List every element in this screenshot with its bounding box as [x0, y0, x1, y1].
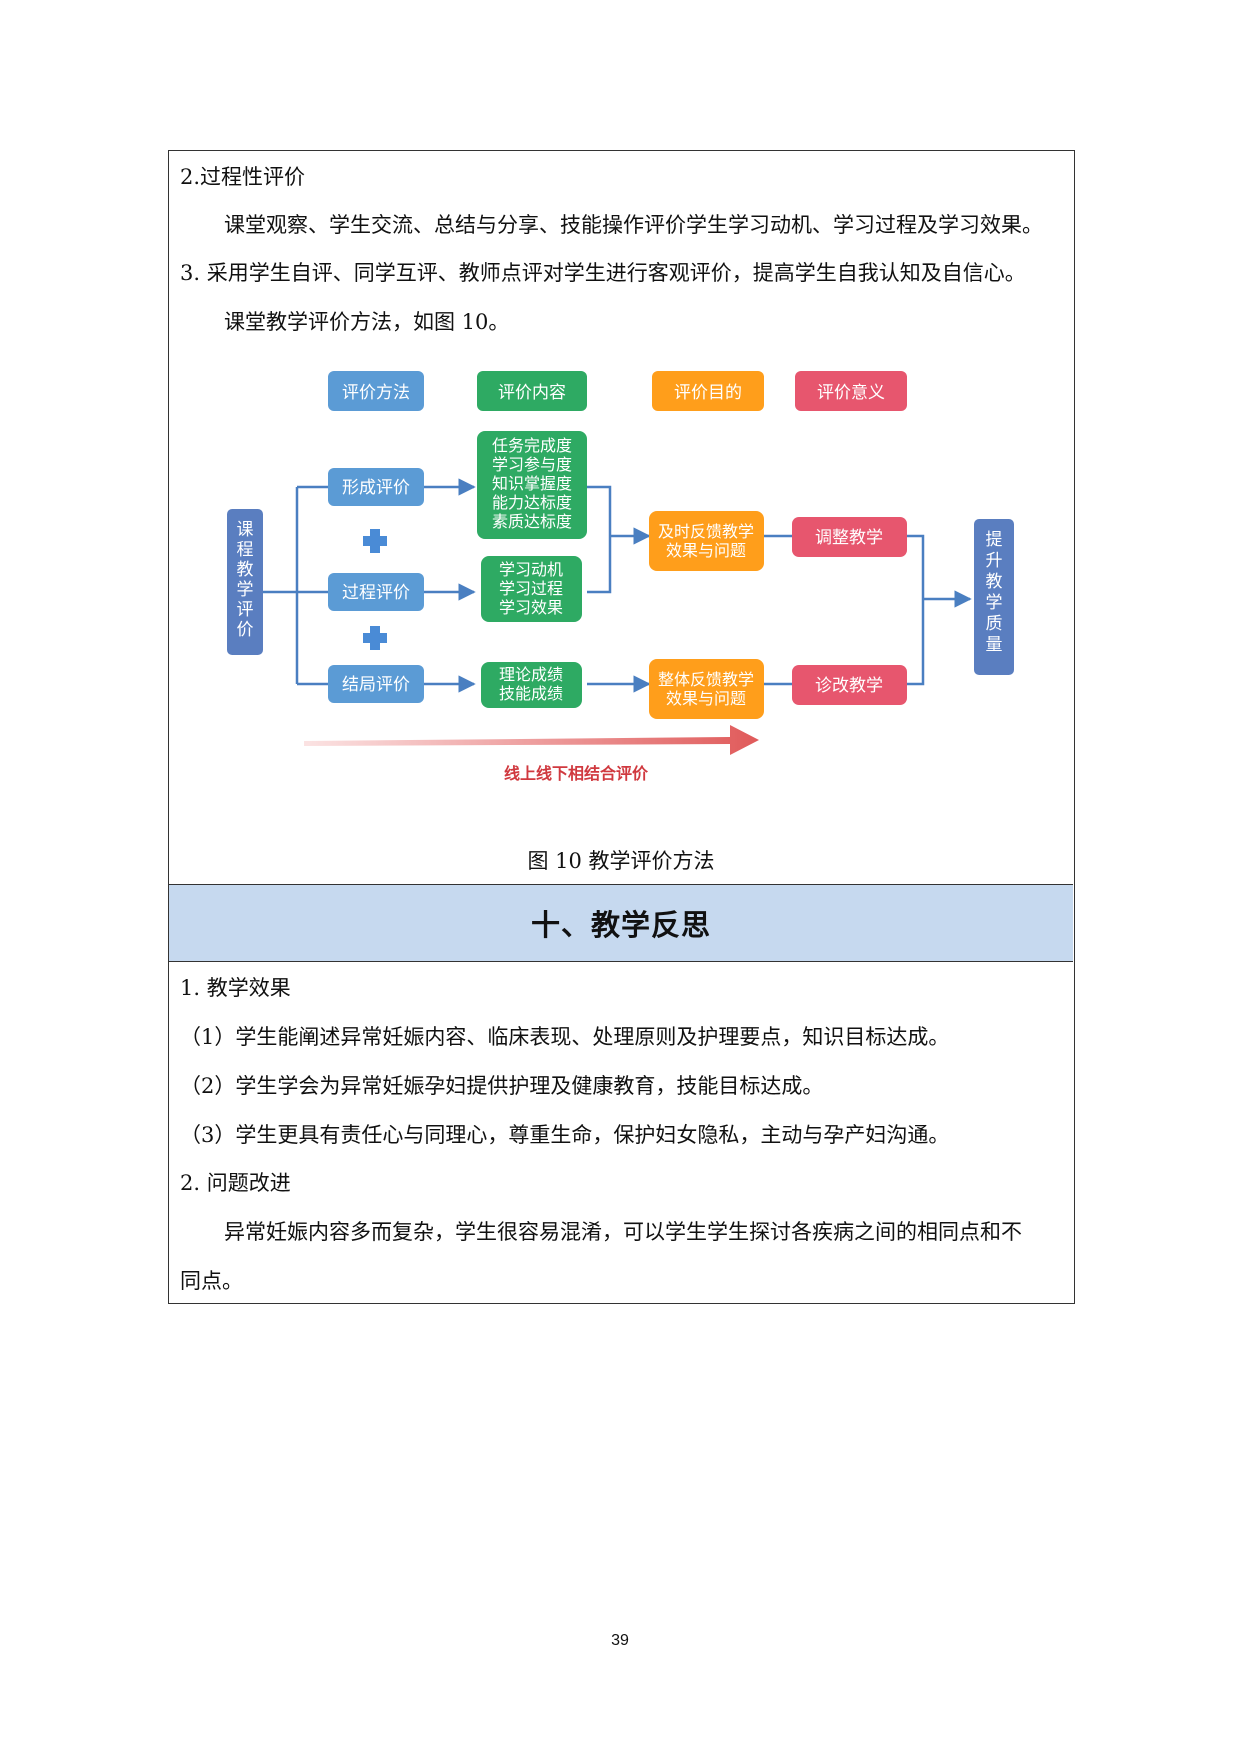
content-process-box — [481, 556, 582, 622]
course-eval-label: 课程教学评价 — [237, 520, 254, 640]
section-title: 十、教学反思 — [530, 908, 711, 942]
improvement-heading: 2. 问题改进 — [180, 1171, 291, 1195]
content-outcome-box — [481, 662, 582, 708]
meaning-adjust-box — [792, 517, 907, 557]
improvement-paragraph-line2: 同点。 — [180, 1269, 243, 1293]
effect-heading: 1. 教学效果 — [180, 976, 291, 1000]
process-eval-heading: 2.过程性评价 — [180, 165, 306, 189]
process-eval-paragraph: 课堂观察、学生交流、总结与分享、技能操作评价学生学习动机、学习过程及学习效果。 — [224, 213, 1043, 237]
plus-icon — [363, 536, 387, 546]
result-item-3: （3）学生更具有责任心与同理心，尊重生命，保护妇女隐私，主动与孕产妇沟通。 — [180, 1123, 950, 1147]
meaning-diagnose: 诊改教学 — [815, 676, 883, 696]
arrow-label: 线上线下相结合评价 — [504, 764, 649, 783]
content-process-text: 学习动机学习过程学习效果 — [499, 560, 563, 617]
header-purpose: 评价目的 — [674, 383, 742, 403]
method-formative: 形成评价 — [342, 478, 410, 498]
content-formative-text: 任务完成度学习参与度知识掌握度能力达标度素质达标度 — [492, 436, 572, 531]
header-method: 评价方法 — [342, 383, 410, 403]
header-content-box — [477, 371, 587, 411]
content-frame: 2.过程性评价 课堂观察、学生交流、总结与分享、技能操作评价学生学习动机、学习过… — [168, 150, 1075, 1304]
result-item-1: （1）学生能阐述异常妊娠内容、临床表现、处理原则及护理要点，知识目标达成。 — [180, 1025, 950, 1049]
figure-caption: 图 10 教学评价方法 — [527, 849, 715, 873]
purpose-overall-box — [649, 659, 764, 719]
method-outcome-box — [328, 665, 424, 703]
purpose-timely-box — [649, 511, 764, 571]
figure-reference-paragraph: 课堂教学评价方法，如图 10。 — [224, 310, 510, 334]
purpose-timely-text: 及时反馈教学效果与问题 — [658, 522, 754, 560]
plus-icon — [363, 633, 387, 643]
method-process: 过程评价 — [342, 583, 410, 603]
header-meaning-box — [795, 371, 907, 411]
big-arrow-icon — [304, 725, 759, 755]
result-item-2: （2）学生学会为异常妊娠孕妇提供护理及健康教育，技能目标达成。 — [180, 1074, 824, 1098]
header-method-box — [328, 371, 424, 411]
header-content: 评价内容 — [498, 383, 566, 403]
content-formative-box — [477, 431, 587, 539]
method-outcome: 结局评价 — [342, 675, 410, 695]
header-meaning: 评价意义 — [817, 383, 885, 403]
content-outcome-text: 理论成绩技能成绩 — [499, 665, 563, 703]
item-3-paragraph: 3. 采用学生自评、同学互评、教师点评对学生进行客观评价，提高学生自我认知及自信… — [180, 261, 1026, 285]
improve-quality-label: 提升教学质量 — [986, 530, 1003, 655]
section-title-band: 十、教学反思 — [169, 884, 1073, 962]
meaning-adjust: 调整教学 — [815, 528, 883, 548]
improvement-paragraph-line1: 异常妊娠内容多而复杂，学生很容易混淆，可以学生学生探讨各疾病之间的相同点和不 — [224, 1220, 1022, 1244]
method-formative-box — [328, 468, 424, 506]
page-number: 39 — [611, 1632, 629, 1649]
meaning-diagnose-box — [792, 665, 907, 705]
method-process-box — [328, 573, 424, 611]
improve-quality-box — [974, 519, 1014, 675]
evaluation-diagram: 评价方法 评价内容 评价目的 评价意义 课程教学评价 — [227, 371, 1014, 783]
purpose-overall-text: 整体反馈教学效果与问题 — [658, 670, 754, 708]
course-eval-box — [227, 509, 263, 655]
header-purpose-box — [652, 371, 764, 411]
